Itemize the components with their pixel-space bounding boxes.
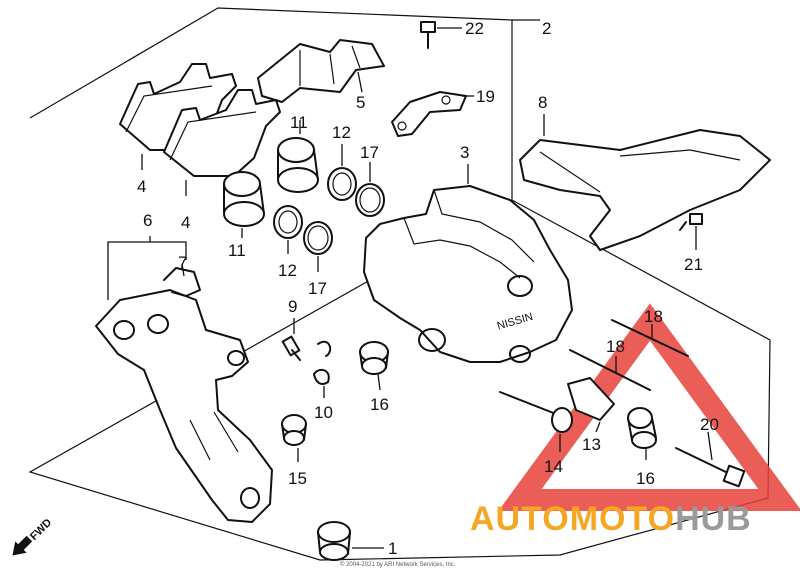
label-6: 6: [143, 211, 152, 230]
label-9: 9: [288, 297, 297, 316]
copyright: © 2004-2021 by ARI Network Services, Inc…: [340, 561, 456, 568]
label-14: 14: [544, 457, 563, 476]
label-17-bottom: 17: [308, 279, 327, 298]
cap-10: [313, 340, 332, 398]
label-17-top: 17: [360, 143, 379, 162]
label-7: 7: [178, 253, 187, 272]
bracket-19: [391, 91, 474, 137]
watermark-text: AUTOMOTOHUB: [470, 500, 752, 538]
label-13: 13: [582, 435, 601, 454]
forward-arrow-icon: FWD: [12, 517, 54, 556]
label-3: 3: [460, 143, 469, 162]
piston-11-lower: [223, 171, 265, 238]
label-16-left: 16: [370, 395, 389, 414]
label-4-top: 4: [137, 177, 146, 196]
clip-7: [163, 263, 201, 297]
label-11-bottom: 11: [228, 241, 246, 260]
sleeve-16-right: [627, 407, 657, 460]
label-16-right: 16: [636, 469, 655, 488]
seal-17-lower: [303, 221, 333, 272]
label-11-top: 11: [290, 113, 308, 132]
pin-18-lower: [569, 349, 651, 391]
label-8: 8: [538, 93, 547, 112]
label-21: 21: [684, 255, 703, 274]
bleeder-9: [281, 318, 301, 361]
label-5: 5: [356, 93, 365, 112]
brake-pad-4-front: [163, 89, 281, 196]
label-22: 22: [465, 19, 484, 38]
label-15: 15: [288, 469, 307, 488]
label-18-bottom: 18: [606, 337, 625, 356]
watermark-text-part1: AUTOMOTO: [470, 500, 675, 538]
caliper-cover-8: [519, 114, 771, 251]
grommet-1: [317, 521, 384, 561]
assembly-frame: [28, 7, 771, 561]
label-4-bottom: 4: [181, 213, 190, 232]
seal-17-upper: [355, 162, 385, 217]
pad-spring-5: [257, 39, 385, 103]
boot-13: [567, 377, 615, 433]
seal-12-upper: [327, 144, 357, 201]
forward-label: FWD: [28, 517, 54, 543]
piston-11-upper: [277, 120, 319, 193]
label-2: 2: [542, 19, 551, 38]
label-12-bottom: 12: [278, 261, 297, 280]
label-10: 10: [314, 403, 333, 422]
seal-12-lower: [273, 205, 303, 254]
caliper-bracket-6: [95, 236, 273, 523]
sleeve-16-left: [359, 341, 389, 391]
label-1: 1: [388, 539, 397, 558]
bolt-14: [499, 391, 573, 452]
caliper-body-3: [363, 164, 573, 363]
bolt-20: [675, 431, 746, 488]
bushing-15: [281, 414, 307, 462]
pin-18-upper: [611, 319, 689, 357]
label-20: 20: [700, 415, 719, 434]
bolt-21: [679, 213, 703, 250]
label-18-top: 18: [644, 307, 663, 326]
label-19: 19: [476, 87, 495, 106]
watermark-text-part2: HUB: [675, 500, 752, 538]
bolt-22: [420, 21, 462, 49]
label-12-top: 12: [332, 123, 351, 142]
